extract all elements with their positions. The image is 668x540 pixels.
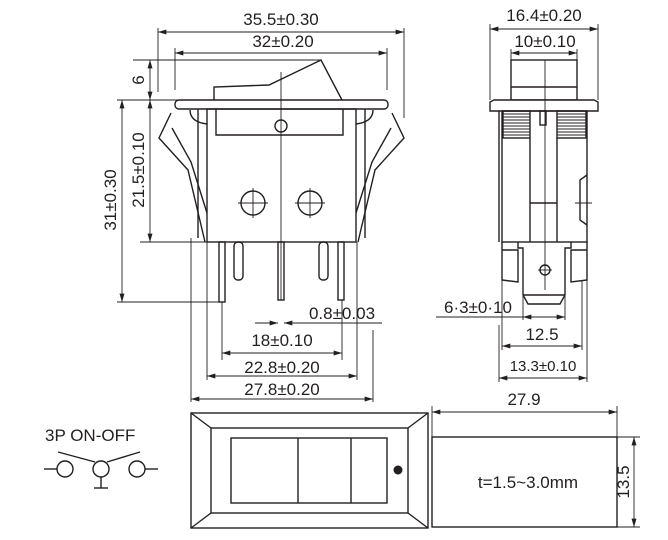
dim-body-depth: 12.5 bbox=[525, 325, 558, 344]
dim-overall-width: 35.5±0.30 bbox=[243, 10, 319, 29]
side-view: 16.4±0.20 10±0.10 6·3±0·1 bbox=[436, 6, 599, 382]
dim-rocker-height: 6 bbox=[129, 75, 148, 84]
mounting-hole-left bbox=[238, 188, 268, 218]
dim-flange-width: 32±0.20 bbox=[252, 32, 313, 51]
front-face-view bbox=[190, 412, 429, 529]
panel-cutout: 27.9 t=1.5~3.0mm 13.5 bbox=[431, 390, 640, 528]
front-view: 35.5±0.30 32±0.20 bbox=[101, 10, 405, 402]
terminal-pins bbox=[218, 241, 345, 303]
mounting-hole-right bbox=[295, 188, 325, 218]
dim-pin-thickness: 0.8±0.03 bbox=[309, 304, 375, 323]
dim-clip-depth: 13.3±0.10 bbox=[510, 358, 577, 375]
circuit-label: 3P ON-OFF bbox=[45, 426, 135, 445]
dim-pin-pitch: 18±0.10 bbox=[251, 331, 312, 350]
dim-total-height: 31±0.30 bbox=[101, 169, 120, 230]
dim-clip-span: 27.8±0.20 bbox=[244, 380, 320, 399]
dim-cutout-height: 13.5 bbox=[614, 465, 633, 498]
circuit-symbol: 3P ON-OFF bbox=[44, 426, 158, 489]
indicator-dot bbox=[393, 465, 403, 475]
dim-terminal-width: 6·3±0·10 bbox=[444, 298, 512, 317]
dim-body-height: 21.5±0.10 bbox=[129, 132, 148, 208]
ribbed-grip bbox=[502, 110, 587, 139]
panel-thickness: t=1.5~3.0mm bbox=[478, 473, 578, 492]
dim-rocker-depth: 10±0.10 bbox=[514, 32, 575, 51]
dim-cutout-width: 27.9 bbox=[507, 390, 540, 409]
dim-flange-depth: 16.4±0.20 bbox=[506, 6, 582, 25]
dim-outer-pin-span: 22.8±0.20 bbox=[244, 358, 320, 377]
